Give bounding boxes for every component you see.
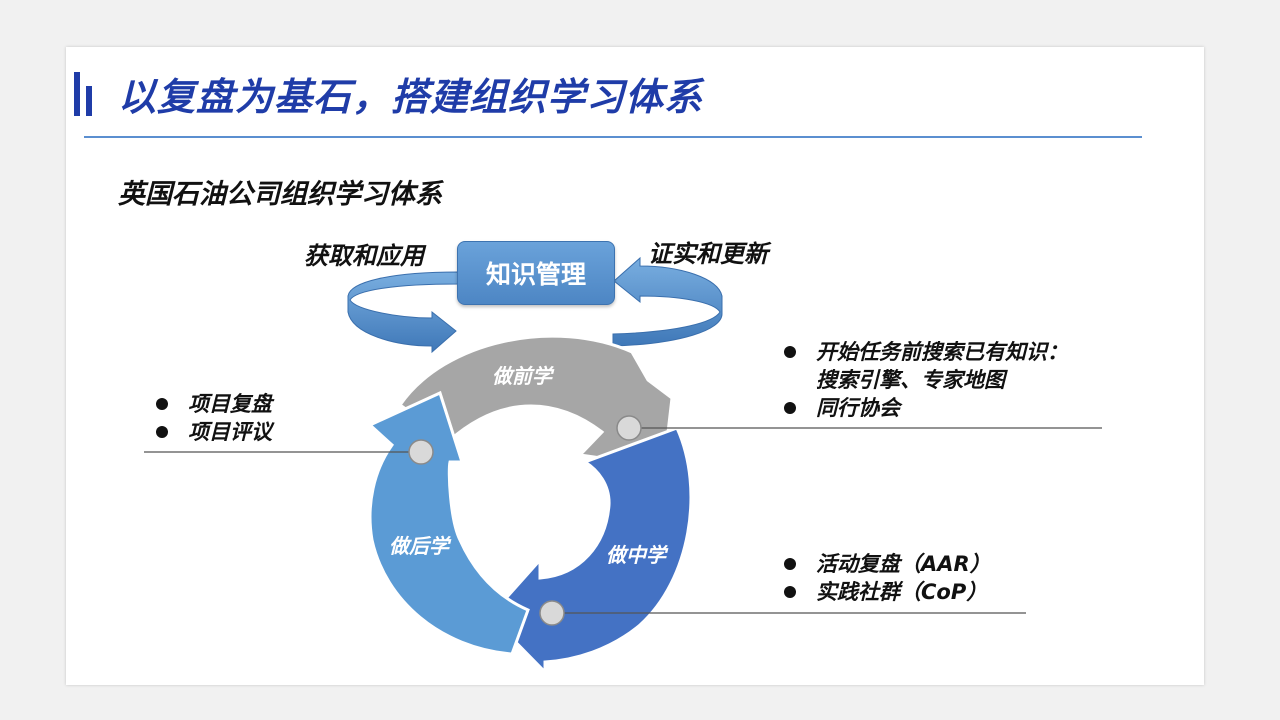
during-note: 实践社群（CoP） (816, 580, 988, 604)
before-notes-list: 开始任务前搜索已有知识： 搜索引擎、专家地图 同行协会 (782, 338, 1068, 422)
before-note-line2: 搜索引擎、专家地图 (816, 368, 1005, 392)
page-title: 以复盘为基石，搭建组织学习体系 (118, 75, 704, 119)
during-note: 活动复盘（AAR） (816, 552, 991, 576)
list-item: 活动复盘（AAR） (782, 550, 991, 578)
after-note: 项目评议 (188, 420, 272, 444)
bullet-dot-icon (156, 398, 168, 410)
before-connector-dot (616, 415, 642, 441)
bullet-dot-icon (784, 586, 796, 598)
during-connector-dot (539, 600, 565, 626)
bullet-dot-icon (784, 558, 796, 570)
during-notes-list: 活动复盘（AAR） 实践社群（CoP） (782, 550, 991, 606)
left-curved-ribbon-arrow (347, 271, 459, 354)
verify-update-label: 证实和更新 (648, 240, 768, 268)
knowledge-management-box: 知识管理 (457, 241, 615, 305)
list-item: 开始任务前搜索已有知识： 搜索引擎、专家地图 (782, 338, 1068, 394)
before-note-line1: 开始任务前搜索已有知识： (816, 340, 1068, 364)
list-item: 项目评议 (154, 418, 272, 446)
cycle-segment-before (397, 334, 674, 469)
during-label: 做中学 (606, 543, 669, 567)
list-item: 实践社群（CoP） (782, 578, 991, 606)
bullet-dot-icon (156, 426, 168, 438)
after-label: 做后学 (389, 534, 452, 558)
title-accent-bar-short (86, 86, 92, 116)
after-notes-list: 项目复盘 项目评议 (154, 390, 272, 446)
after-note: 项目复盘 (188, 392, 272, 416)
title-accent-bar (74, 72, 80, 116)
cycle-segment-after (367, 390, 530, 656)
after-connector-dot (408, 439, 434, 465)
bullet-dot-icon (784, 402, 796, 414)
before-label: 做前学 (492, 364, 555, 388)
list-item: 项目复盘 (154, 390, 272, 418)
acquire-apply-label: 获取和应用 (304, 242, 424, 270)
section-subtitle: 英国石油公司组织学习体系 (118, 179, 442, 210)
title-divider (84, 136, 1142, 138)
before-note-line3: 同行协会 (816, 396, 900, 420)
bullet-dot-icon (784, 346, 796, 358)
right-curved-ribbon-arrow (612, 256, 723, 347)
list-item: 同行协会 (782, 394, 1068, 422)
